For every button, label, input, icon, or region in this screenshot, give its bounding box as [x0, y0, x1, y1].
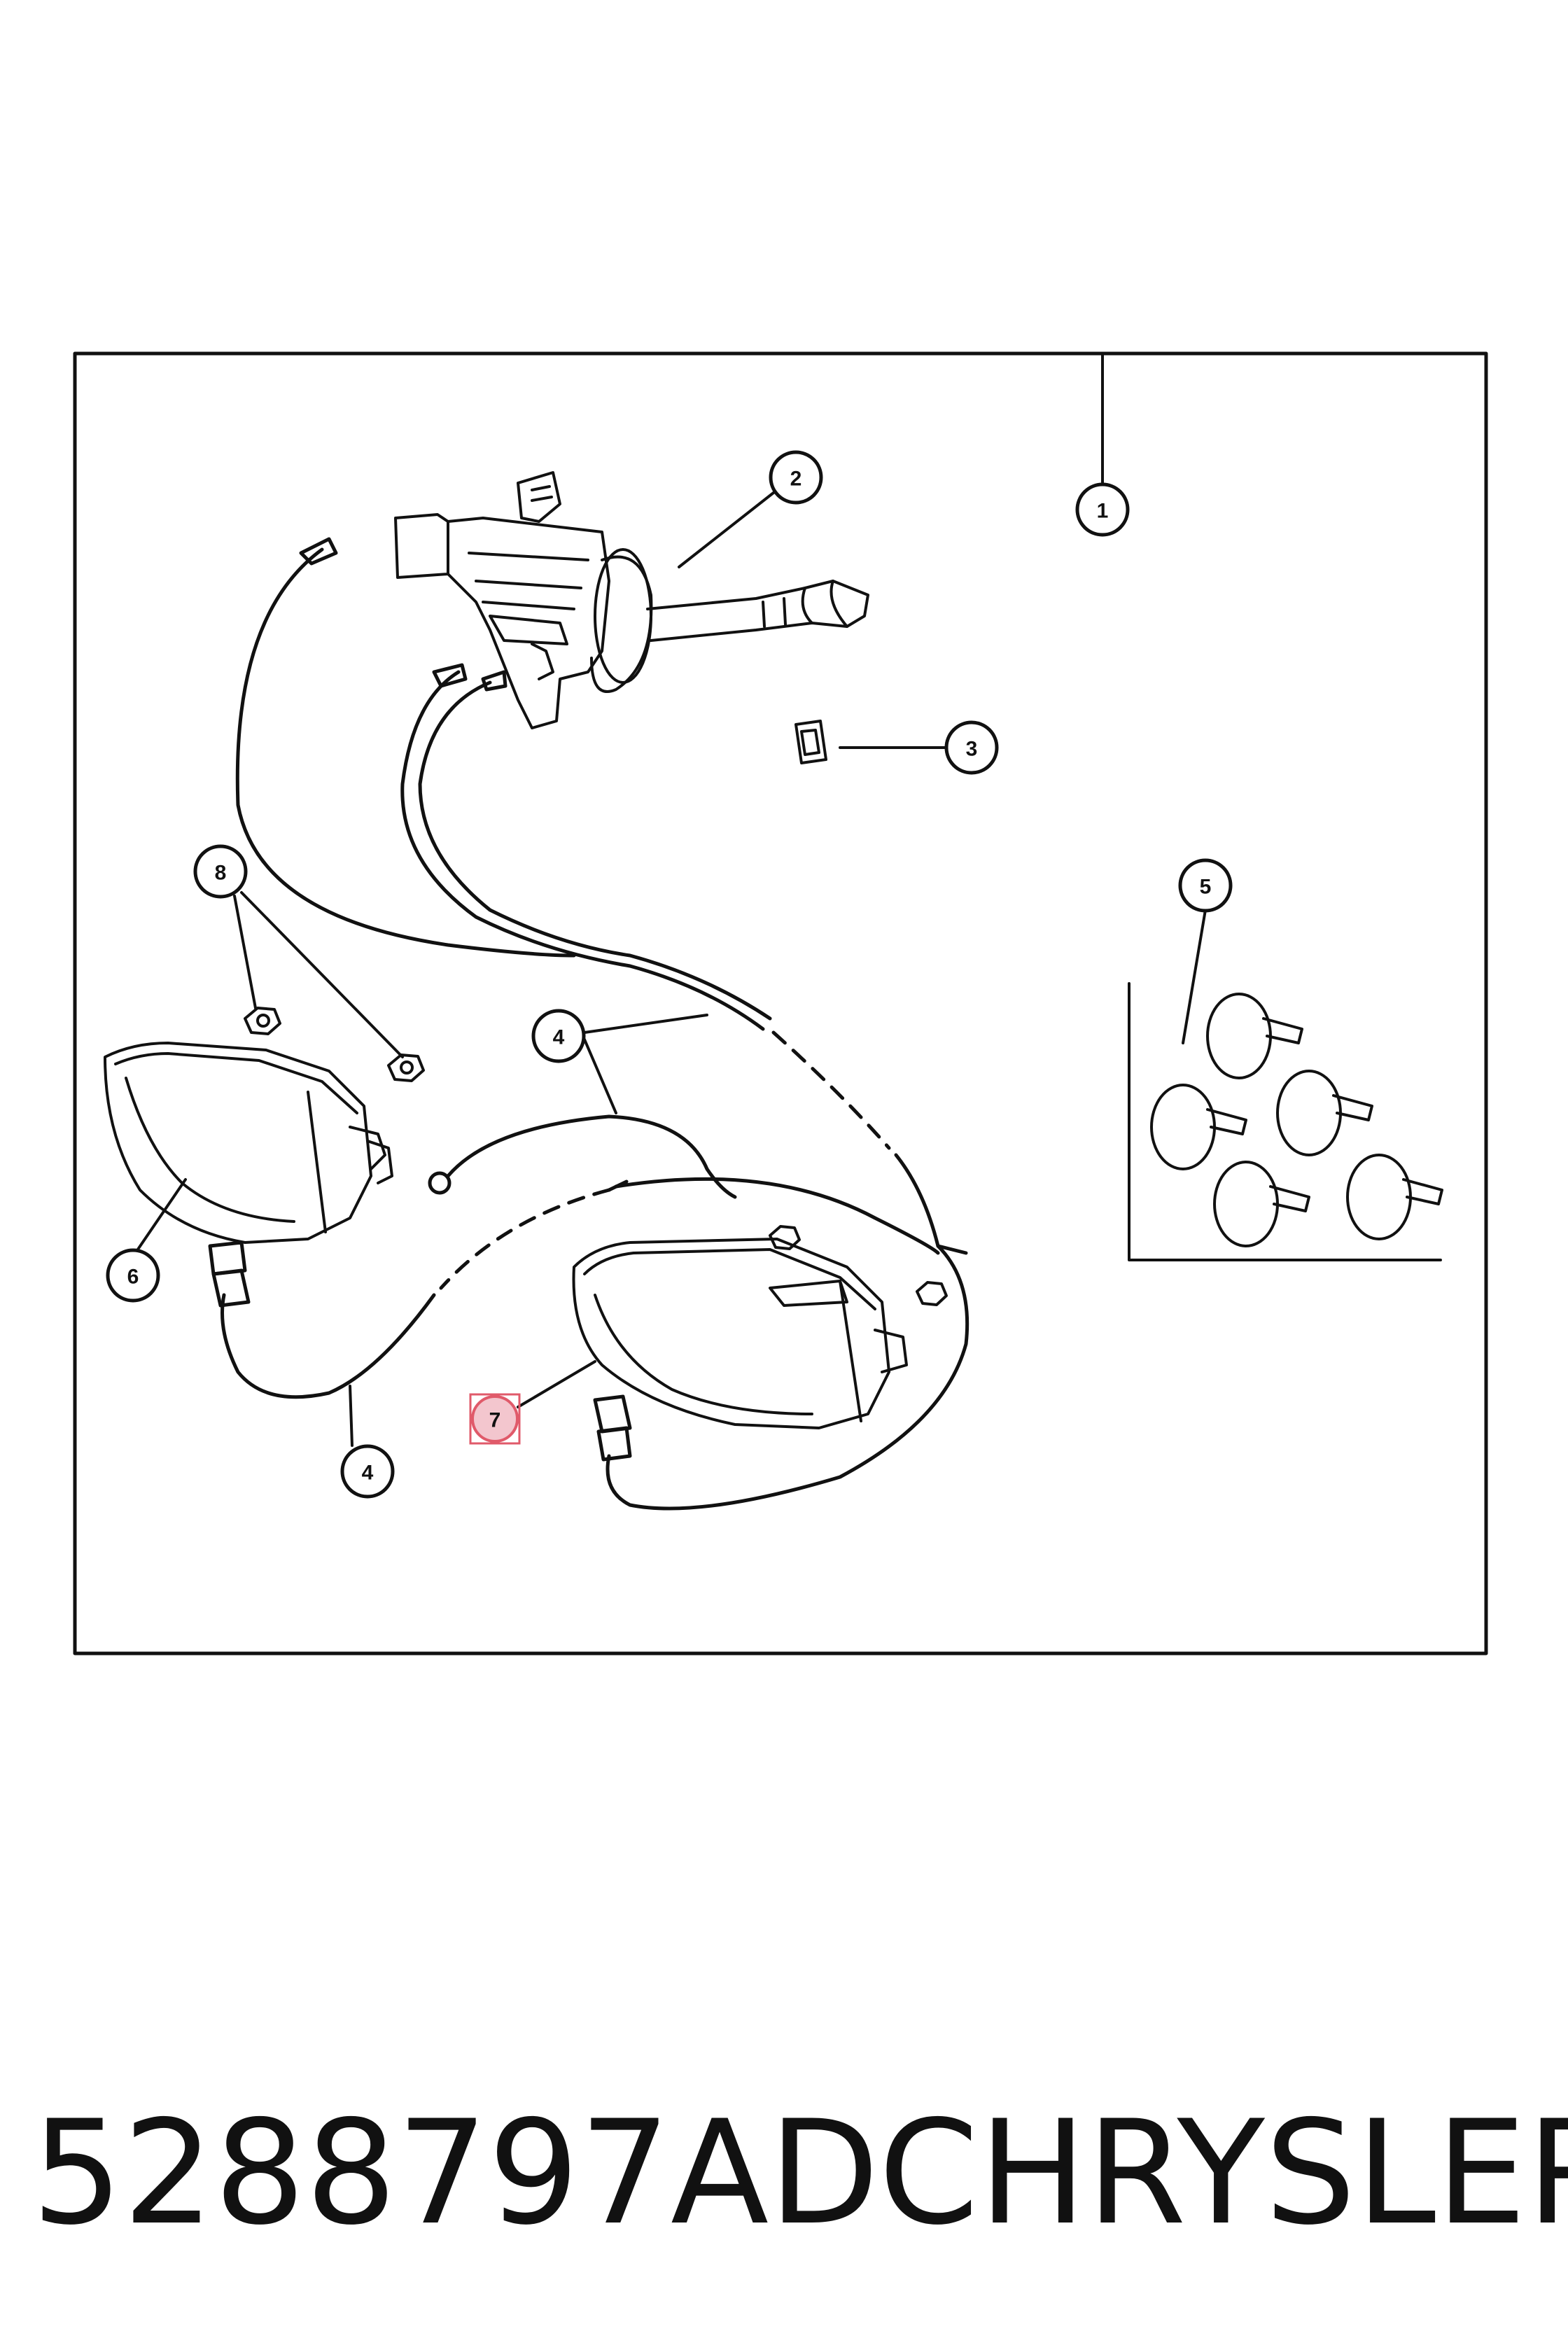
svg-text:3: 3: [966, 738, 978, 761]
fastener-nuts: [244, 1007, 948, 1306]
kit-frame: [73, 351, 1488, 1656]
svg-text:4: 4: [553, 1026, 565, 1049]
svg-text:2: 2: [790, 468, 802, 491]
fog-lamp-center: [572, 1238, 908, 1429]
callout-1: 1: [1075, 482, 1130, 537]
svg-text:7: 7: [489, 1409, 501, 1432]
callout-6: 6: [106, 1248, 160, 1303]
leader-lines: [132, 352, 1207, 1447]
multifunction-switch: [394, 471, 869, 729]
svg-text:1: 1: [1097, 500, 1109, 523]
switch-insert: [794, 720, 827, 764]
callout-2: 2: [769, 450, 823, 505]
svg-text:8: 8: [215, 862, 227, 885]
fog-lamp-left: [104, 1042, 393, 1244]
wire-harness: [208, 537, 969, 1511]
svg-text:5: 5: [1200, 876, 1212, 899]
brand-name: CHRYSLER: [878, 2090, 1568, 2257]
callout-4-lower: 4: [340, 1444, 395, 1499]
part-number: 5288797AD: [31, 2090, 879, 2257]
svg-text:4: 4: [362, 1462, 374, 1485]
callout-4-upper: 4: [531, 1009, 586, 1063]
callout-3: 3: [944, 720, 999, 775]
cable-ties: [1128, 982, 1443, 1261]
svg-text:6: 6: [127, 1266, 139, 1289]
callout-5: 5: [1178, 858, 1233, 913]
callout-8: 8: [193, 844, 248, 899]
callout-7-highlighted[interactable]: 7: [469, 1393, 521, 1445]
